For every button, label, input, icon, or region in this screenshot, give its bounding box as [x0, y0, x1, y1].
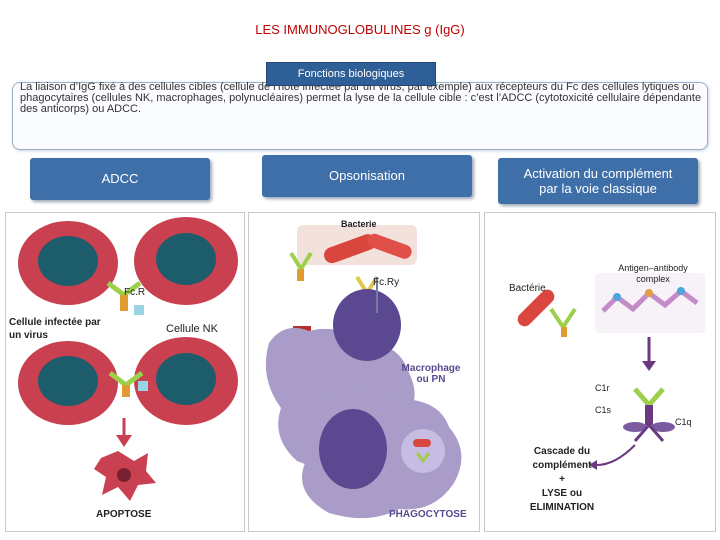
cascade-plus: + [559, 474, 565, 485]
antibody-1-stem [297, 269, 304, 281]
phagocytose-label: PHAGOCYTOSE [389, 509, 467, 520]
header-adcc-label: ADCC [101, 171, 139, 186]
nk-cell-label: Cellule NK [166, 323, 218, 335]
c1s-label: C1s [595, 405, 612, 415]
c1-stem [645, 405, 653, 425]
infected-nucleus-bottom [38, 356, 98, 406]
antigen-3 [677, 287, 685, 295]
phagosome [401, 429, 445, 473]
header-opsonisation: Opsonisation [262, 155, 472, 197]
header-activation-line1: Activation du complément [523, 166, 673, 181]
functions-tab[interactable]: Fonctions biologiques [266, 62, 436, 86]
nk-nucleus-top [156, 233, 216, 285]
bacterium-1 [324, 234, 376, 264]
infected-nucleus-top [38, 236, 98, 286]
cascade-line2: complément [532, 460, 592, 471]
antibody-bound-stem [561, 327, 567, 337]
engulfed-bacterium [413, 439, 431, 447]
arrow-complex-head [642, 361, 656, 371]
apoptose-label: APOPTOSE [96, 509, 152, 520]
c1-antibody [633, 387, 665, 409]
antigen-1 [613, 293, 621, 301]
panel-activation: Bactérie Antigen–antibody complex C1r C1… [484, 212, 716, 532]
header-activation: Activation du complément par la voie cla… [498, 158, 698, 204]
c1q-label: C1q [675, 417, 692, 427]
cascade-label: Cascade du complément + LYSE ou ELIMINAT… [507, 445, 617, 515]
c1r-shape [623, 422, 647, 432]
lyse-line2: ELIMINATION [529, 502, 595, 513]
arrow-head [116, 435, 132, 447]
header-opsonisation-label: Opsonisation [329, 168, 405, 183]
antibody-bound [549, 307, 577, 331]
apoptotic-fragment [117, 468, 131, 482]
complex-label-line1: Antigen–antibody [618, 263, 688, 273]
bacterium-2 [367, 233, 412, 259]
fcr-receptor-top [134, 305, 144, 315]
lyse-line1: LYSE ou [541, 488, 583, 499]
antibody-stem-bottom [122, 385, 130, 397]
opsonisation-illustration [265, 225, 462, 519]
bacterium [517, 289, 555, 327]
intro-text: La liaison d’IgG fixé à des cellules cib… [20, 81, 702, 115]
arrow-cascade [596, 444, 636, 466]
panel-opsonisation: Bacterie Fc.Ry Macrophage ou PN PHAGOCYT… [248, 212, 480, 532]
panel-adcc: Fc.R Cellule infectée par un virus Cellu… [5, 212, 245, 532]
fcr-label: Fc.R [124, 287, 146, 298]
complex-label: Antigen–antibody complex [601, 263, 705, 285]
page-title: LES IMMUNOGLOBULINES g (IgG) [255, 22, 465, 37]
nk-nucleus-bottom [156, 353, 216, 405]
c1q-arm-2 [647, 424, 665, 442]
adcc-illustration [18, 217, 238, 501]
macrophage-label: Macrophage ou PN [391, 363, 471, 385]
c1r-label: C1r [595, 383, 610, 393]
phagocyte-nucleus [319, 409, 387, 489]
engulfed-antibody [415, 452, 431, 464]
arrow-cascade-head [589, 460, 597, 470]
header-activation-line2: par la voie classique [539, 181, 657, 196]
macrophage-nucleus-upper [333, 289, 401, 361]
macrophage-label-line2: ou PN [416, 374, 446, 385]
complex-area [595, 273, 705, 333]
antibody-stem-top [120, 295, 128, 311]
complement-illustration [517, 273, 705, 470]
c1s-shape [651, 422, 675, 432]
c1q-arm-1 [633, 424, 651, 442]
cascade-line1: Cascade du [533, 446, 591, 457]
complex-label-line2: complex [636, 274, 670, 284]
bacterie-label: Bacterie [341, 219, 377, 229]
bacterie-label-p3: Bactérie [509, 283, 546, 294]
header-adcc: ADCC [30, 158, 210, 200]
fcry-label: Fc.Ry [373, 277, 400, 288]
macrophage-label-line1: Macrophage [401, 363, 461, 374]
antigen-2 [645, 289, 653, 297]
infected-cell-label: Cellule infectée par un virus [9, 317, 101, 341]
fcr-receptor-bottom [138, 381, 148, 391]
